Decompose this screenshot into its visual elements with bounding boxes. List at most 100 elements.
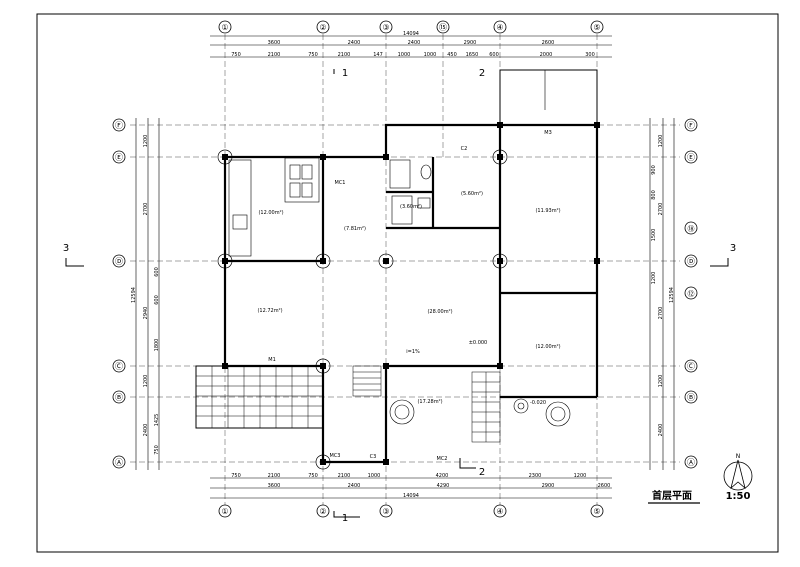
room-bath-area: (3.60m²) (400, 204, 422, 210)
svg-text:4290: 4290 (437, 483, 450, 489)
svg-text:2300: 2300 (529, 473, 542, 479)
svg-text:1000: 1000 (398, 52, 411, 58)
svg-text:Ⓒ: Ⓒ (687, 362, 695, 371)
svg-text:2700: 2700 (658, 307, 664, 320)
left-total-dim: 12594 (131, 287, 137, 303)
svg-text:900: 900 (651, 165, 657, 175)
svg-text:2100: 2100 (268, 52, 281, 58)
axis-row-f: Ⓕ (115, 121, 123, 130)
svg-text:1000: 1000 (368, 473, 381, 479)
section-3-left: 3 (63, 243, 69, 254)
room-labels: (12.00m²) (7.81m²) (3.60m²) (5.60m²) (11… (257, 191, 560, 405)
right-dimensions: 12594 1200 2700 2700 1200 2400 900 800 1… (649, 118, 675, 470)
svg-text:⑫: ⑫ (688, 290, 695, 298)
room-wc-area: (5.60m²) (461, 191, 483, 197)
axis-col-1: ① (221, 23, 228, 32)
top-dimensions: 14094 3600 2400 2400 2900 2600 750 2100 … (210, 31, 612, 58)
svg-text:MC1: MC1 (335, 180, 346, 186)
drawing-title: 首层平面 (652, 489, 692, 502)
svg-text:147: 147 (373, 52, 383, 58)
room-dining-area: (7.81m²) (344, 226, 366, 232)
svg-text:2400: 2400 (348, 40, 361, 46)
top-axis-bubbles: ① ② ③ ⑮ ④ ⑤ (218, 20, 604, 34)
svg-text:2100: 2100 (268, 473, 281, 479)
axis-row-e: Ⓔ (115, 153, 123, 162)
svg-text:2900: 2900 (464, 40, 477, 46)
north-arrow: N (723, 453, 753, 491)
stairs (352, 365, 382, 397)
svg-text:Ⓑ: Ⓑ (687, 393, 695, 402)
svg-text:2940: 2940 (143, 307, 149, 320)
svg-text:③: ③ (382, 507, 389, 516)
room-bedroom-ne-area: (11.93m²) (535, 208, 560, 214)
svg-text:M3: M3 (544, 130, 552, 136)
svg-text:2000: 2000 (540, 52, 553, 58)
svg-text:1200: 1200 (143, 135, 149, 148)
svg-text:2100: 2100 (338, 473, 351, 479)
svg-text:750: 750 (231, 52, 241, 58)
svg-text:1200: 1200 (658, 135, 664, 148)
svg-text:①: ① (221, 507, 228, 516)
svg-text:1425: 1425 (154, 414, 160, 427)
section-1-bottom: 1 (342, 513, 348, 524)
svg-text:750: 750 (154, 445, 160, 455)
axis-col-5: ⑤ (593, 23, 600, 32)
room-terrace-area: (17.28m²) (417, 399, 442, 405)
svg-text:800: 800 (651, 190, 657, 200)
title-block: 首层平面 1:50 (648, 489, 750, 504)
section-3-right: 3 (730, 243, 736, 254)
svg-text:2700: 2700 (658, 203, 664, 216)
svg-text:MC3: MC3 (330, 453, 341, 459)
svg-text:750: 750 (308, 473, 318, 479)
svg-text:M1: M1 (268, 357, 276, 363)
section-1-top: 1 (342, 68, 348, 79)
right-axis-bubbles: Ⓕ Ⓔ ⑱ Ⓓ ⑫ Ⓒ Ⓑ Ⓐ (684, 118, 698, 469)
section-2-bottom: 2 (479, 467, 485, 478)
svg-text:1000: 1000 (424, 52, 437, 58)
axis-col-3: ③ (382, 23, 389, 32)
svg-text:600: 600 (489, 52, 499, 58)
room-kitchen-area: (12.00m²) (258, 210, 283, 216)
svg-text:-0.020: -0.020 (530, 400, 546, 406)
svg-text:2600: 2600 (542, 40, 555, 46)
axis-row-a: Ⓐ (115, 458, 123, 467)
svg-text:1500: 1500 (651, 229, 657, 242)
svg-text:②: ② (319, 507, 326, 516)
svg-text:3600: 3600 (268, 483, 281, 489)
plants (389, 398, 571, 427)
svg-text:⑤: ⑤ (593, 507, 600, 516)
bath-fixtures (389, 159, 432, 225)
right-total-dim: 12594 (669, 287, 675, 303)
svg-text:1200: 1200 (143, 375, 149, 388)
section-markers: 3 3 1 1 2 2 (63, 68, 736, 524)
svg-text:600: 600 (154, 295, 160, 305)
room-garage-area: (12.72m²) (257, 308, 282, 314)
axis-row-d: Ⓓ (115, 257, 123, 266)
svg-text:2900: 2900 (542, 483, 555, 489)
bottom-dimensions: 750 2100 750 2100 1000 4200 2300 1200 36… (210, 473, 612, 499)
bottom-total-dim: 14094 (403, 493, 419, 499)
svg-text:2400: 2400 (658, 424, 664, 437)
svg-text:2400: 2400 (408, 40, 421, 46)
svg-text:MC2: MC2 (437, 456, 448, 462)
left-axis-bubbles: Ⓕ Ⓔ Ⓓ Ⓒ Ⓑ Ⓐ (112, 118, 126, 469)
room-bedroom-se-area: (12.00m²) (535, 344, 560, 350)
section-2-top: 2 (479, 68, 485, 79)
bottom-axis-bubbles: ① ② ③ ④ ⑤ (218, 504, 604, 518)
svg-text:600: 600 (154, 267, 160, 277)
columns (222, 122, 600, 465)
svg-text:2400: 2400 (348, 483, 361, 489)
svg-text:1200: 1200 (651, 272, 657, 285)
axis-row-b: Ⓑ (115, 393, 123, 402)
svg-text:1650: 1650 (466, 52, 479, 58)
svg-text:2100: 2100 (338, 52, 351, 58)
svg-text:i=1%: i=1% (406, 349, 420, 355)
svg-text:750: 750 (308, 52, 318, 58)
svg-text:1200: 1200 (658, 375, 664, 388)
porch-hatch (195, 365, 324, 429)
svg-text:Ⓐ: Ⓐ (687, 458, 695, 467)
svg-text:2700: 2700 (143, 203, 149, 216)
svg-text:4200: 4200 (436, 473, 449, 479)
svg-text:750: 750 (231, 473, 241, 479)
